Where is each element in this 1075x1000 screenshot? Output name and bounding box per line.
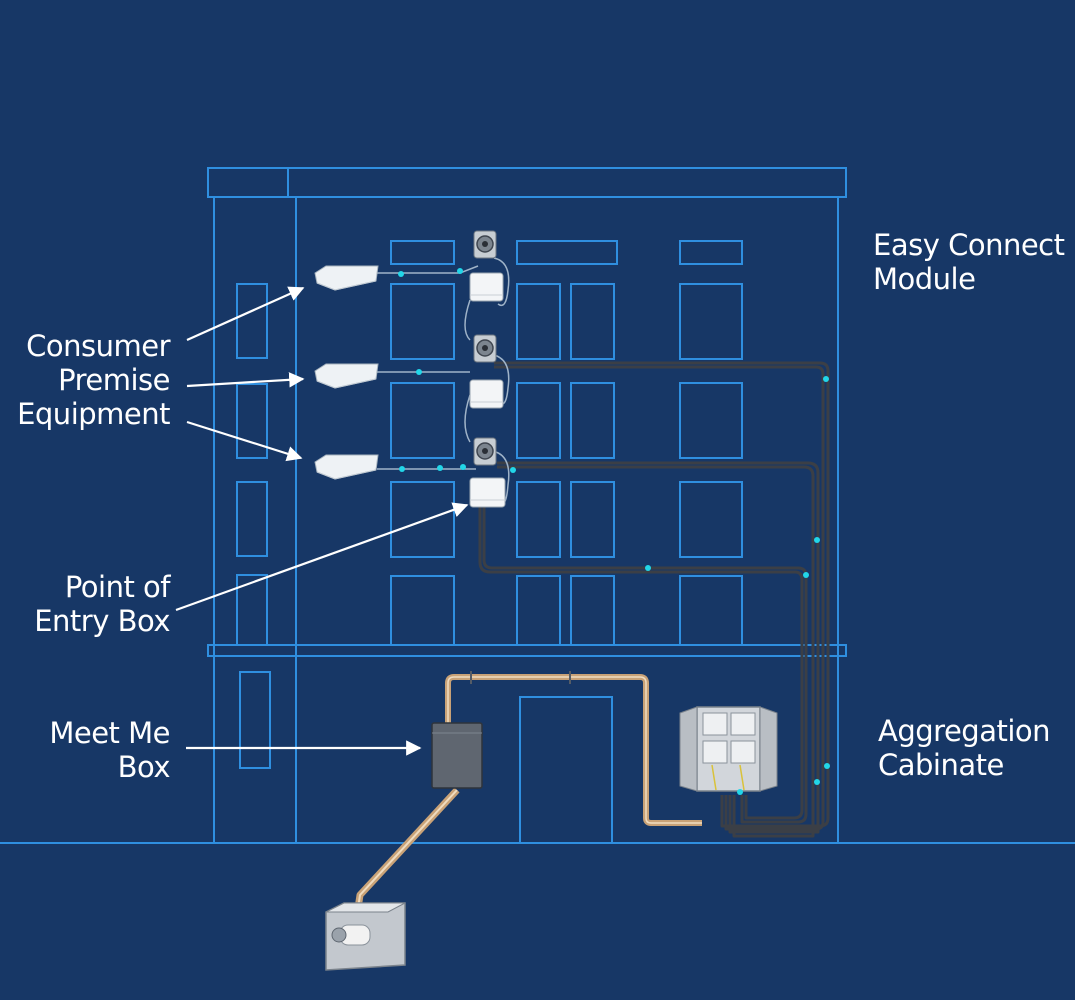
aggregation-cabinet bbox=[679, 706, 778, 792]
easy-connect-module bbox=[473, 334, 497, 363]
entrance-door bbox=[519, 696, 613, 843]
riser-cables bbox=[478, 361, 830, 838]
building-outline bbox=[207, 167, 847, 843]
cpe-arrow-bottom bbox=[186, 420, 303, 462]
cpe-router bbox=[314, 363, 379, 389]
signal-nodes bbox=[398, 268, 830, 795]
poe-arrow bbox=[175, 502, 469, 612]
point-of-entry-box bbox=[469, 477, 506, 508]
point-of-entry-box bbox=[469, 272, 504, 302]
cpe-arrow-middle bbox=[186, 372, 305, 388]
cpe-arrow-top bbox=[186, 286, 305, 342]
roof-cornice bbox=[207, 167, 847, 198]
street-handhole-box bbox=[325, 902, 406, 971]
label-aggregation-cabinate: Aggregation Cabinate bbox=[878, 714, 1051, 782]
cpe-router bbox=[314, 454, 379, 480]
meet-me-box bbox=[431, 722, 483, 789]
easy-connect-module bbox=[473, 230, 497, 259]
label-point-of-entry-box: Point of Entry Box bbox=[34, 570, 170, 638]
underground-conduit bbox=[353, 671, 702, 916]
easy-connect-module bbox=[473, 437, 497, 466]
label-meet-me-box: Meet Me Box bbox=[49, 716, 170, 784]
floor-ledge bbox=[207, 644, 847, 657]
label-consumer-premise-equipment: Consumer Premise Equipment bbox=[17, 329, 170, 431]
cpe-router bbox=[314, 265, 379, 291]
callout-arrows bbox=[175, 286, 469, 756]
point-of-entry-box bbox=[469, 379, 504, 409]
label-easy-connect-module: Easy Connect Module bbox=[873, 228, 1065, 296]
